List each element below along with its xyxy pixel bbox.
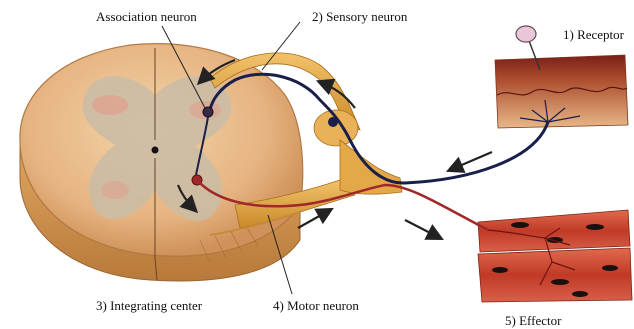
central-canal bbox=[152, 147, 159, 154]
muscle-nucleus bbox=[551, 279, 569, 285]
label-receptor: 1) Receptor bbox=[563, 27, 624, 43]
association-neuron-body bbox=[203, 107, 213, 117]
gray-matter-highlight bbox=[101, 181, 129, 199]
sensory-cell-body bbox=[328, 117, 338, 127]
muscle-nucleus bbox=[492, 267, 508, 273]
muscle-nucleus bbox=[602, 265, 618, 271]
muscle-nucleus bbox=[586, 224, 604, 230]
muscle-nucleus bbox=[511, 222, 529, 228]
arrow-icon bbox=[450, 152, 492, 170]
effector-muscle bbox=[478, 210, 632, 302]
gray-matter-highlight bbox=[92, 95, 128, 115]
muscle-fiber-bottom bbox=[478, 248, 632, 302]
label-motor-neuron: 4) Motor neuron bbox=[273, 298, 359, 314]
label-sensory-neuron: 2) Sensory neuron bbox=[312, 9, 407, 25]
skin-block bbox=[495, 55, 628, 128]
label-integrating-center: 3) Integrating center bbox=[96, 298, 202, 314]
label-effector: 5) Effector bbox=[505, 313, 561, 329]
muscle-nucleus bbox=[572, 291, 588, 297]
label-association-neuron: Association neuron bbox=[96, 9, 197, 25]
receptor-ending bbox=[516, 26, 536, 42]
arrow-icon bbox=[405, 220, 440, 238]
spinal-cord bbox=[20, 44, 303, 281]
arrow-icon bbox=[298, 210, 330, 228]
